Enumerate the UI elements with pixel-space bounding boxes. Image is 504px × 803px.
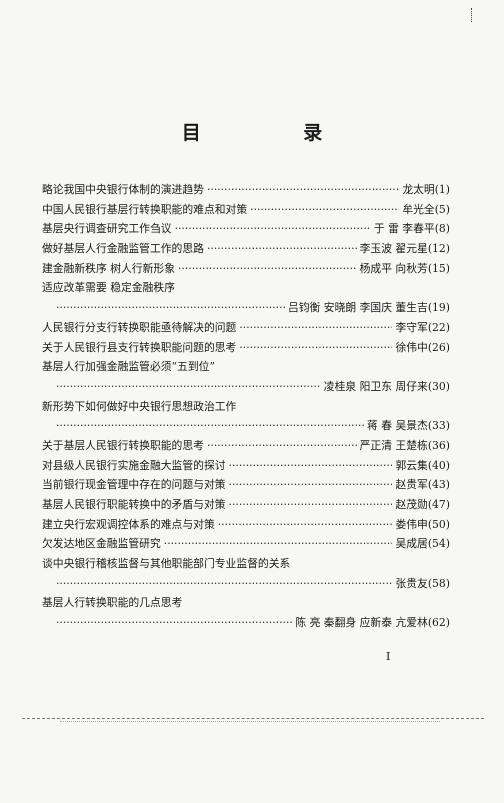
toc-entry: 欠发达地区金融监管研究 吴成居(54) — [42, 534, 450, 554]
toc-entry-title: 欠发达地区金融监管研究 — [42, 537, 161, 551]
toc-entry-author-page: 于 雷 李春平(8) — [373, 222, 450, 236]
toc-entry-author-page: 龙太明(1) — [402, 183, 450, 196]
toc-entry-author-page: 赵茂勋(47) — [395, 498, 450, 511]
dot-leader — [229, 456, 393, 476]
toc-entry-author-page: 徐伟中(26) — [395, 340, 450, 354]
toc-entry: 对县级人民银行实施金融大监管的探讨 郭云集(40) — [42, 456, 450, 476]
toc-entry-title: 建金融新秩序 树人行新形象 — [42, 261, 175, 275]
toc-entry-author-page: 娄伟申(50) — [395, 517, 450, 531]
page-title: 目 录 — [181, 122, 371, 144]
dot-leader — [207, 239, 357, 259]
toc-entry-author-page: 严正清 王楚栋(36) — [359, 438, 450, 452]
toc-entry-author-page: 杨成平 向秋芳(15) — [359, 261, 450, 275]
dot-leader — [56, 613, 292, 633]
toc-entry-title: 适应改革需要 稳定金融秩序 — [42, 281, 175, 295]
toc-entry: 基层人行转换职能的几点思考 — [42, 593, 450, 613]
page-number: I — [386, 650, 391, 663]
toc-entry: 当前银行现金管理中存在的问题与对策 赵贵军(43) — [42, 475, 450, 495]
dot-leader — [207, 180, 399, 200]
toc-entry-author-page: 吕钧衡 安晓朗 李国庆 董生吉(19) — [287, 301, 450, 315]
toc-entry: 适应改革需要 稳定金融秩序 — [42, 278, 450, 298]
toc-entry-title: 谈中央银行稽核监督与其他职能部门专业监督的关系 — [42, 557, 291, 571]
bottom-rule — [22, 718, 484, 719]
toc-entry: 吕钧衡 安晓朗 李国庆 董生吉(19) — [42, 298, 450, 318]
toc-entry: 建金融新秩序 树人行新形象 杨成平 向秋芳(15) — [42, 259, 450, 279]
toc-entry-author-page: 张贵友(58) — [395, 576, 450, 590]
scan-mark — [471, 8, 474, 22]
toc-entry-title: 基层央行调查研究工作刍议 — [42, 222, 172, 236]
toc-entry-author-page: 陈 亮 秦翻身 应新泰 亢爱林(62) — [295, 616, 450, 630]
toc-entry: 陈 亮 秦翻身 应新泰 亢爱林(62) — [42, 613, 450, 633]
dot-leader — [178, 259, 357, 279]
toc-entry: 中国人民银行基层行转换职能的难点和对策 牟光全(5) — [42, 200, 450, 220]
dot-leader — [250, 200, 399, 220]
toc-entry-title: 略论我国中央银行体制的演进趋势 — [42, 183, 204, 196]
toc-entry-author-page: 李玉波 翟元星(12) — [359, 242, 450, 256]
toc-entry: 基层人民银行职能转换中的矛盾与对策 赵茂勋(47) — [42, 495, 450, 515]
toc-entry-author-page: 郭云集(40) — [395, 458, 450, 472]
dot-leader — [218, 515, 393, 535]
toc-entry: 张贵友(58) — [42, 574, 450, 594]
toc-entry-title: 对县级人民银行实施金融大监管的探讨 — [42, 458, 226, 472]
bottom-rule-faint — [60, 721, 440, 722]
toc-entry: 基层央行调查研究工作刍议 于 雷 李春平(8) — [42, 219, 450, 239]
toc-entry: 做好基层人行金融监管工作的思路 李玉波 翟元星(12) — [42, 239, 450, 259]
toc-entry-title: 基层人行转换职能的几点思考 — [42, 596, 183, 610]
toc-entry: 谈中央银行稽核监督与其他职能部门专业监督的关系 — [42, 554, 450, 574]
toc-entry-author-page: 吴成居(54) — [395, 537, 450, 551]
dot-leader — [56, 416, 364, 436]
toc-entry-title: 当前银行现金管理中存在的问题与对策 — [42, 478, 226, 492]
toc-entry: 关于基层人民银行转换职能的思考 严正清 王楚栋(36) — [42, 436, 450, 456]
toc-entry: 人民银行分支行转换职能亟待解决的问题 李守军(22) — [42, 318, 450, 338]
toc-entry-author-page: 凌桂泉 阳卫东 周仔来(30) — [323, 379, 450, 393]
toc-entry-title: 建立央行宏观调控体系的难点与对策 — [42, 517, 215, 531]
toc-entry-title: 基层人行加强金融监管必须“五到位” — [42, 360, 215, 374]
dot-leader — [164, 534, 393, 554]
toc-entry: 建立央行宏观调控体系的难点与对策 娄伟申(50) — [42, 515, 450, 535]
toc-entry-title: 新形势下如何做好中央银行思想政治工作 — [42, 399, 237, 413]
toc-entry-title: 关于人民银行县支行转换职能问题的思考 — [42, 340, 237, 354]
dot-leader — [56, 574, 392, 594]
dot-leader — [229, 475, 393, 495]
toc-entry-author-page: 赵贵军(43) — [395, 478, 450, 492]
toc-entry-title: 关于基层人民银行转换职能的思考 — [42, 438, 204, 452]
toc-entry-author-page: 蒋 春 吴景杰(33) — [366, 419, 450, 433]
dot-leader — [56, 377, 321, 397]
toc-entry: 蒋 春 吴景杰(33) — [42, 416, 450, 436]
toc-entry-title: 中国人民银行基层行转换职能的难点和对策 — [42, 202, 248, 216]
toc-entry-author-page: 牟光全(5) — [402, 202, 450, 216]
table-of-contents: 略论我国中央银行体制的演进趋势 龙太明(1) 中国人民银行基层行转换职能的难点和对策… — [42, 180, 450, 633]
dot-leader — [239, 318, 392, 338]
toc-entry-title: 做好基层人行金融监管工作的思路 — [42, 242, 204, 256]
toc-entry: 凌桂泉 阳卫东 周仔来(30) — [42, 377, 450, 397]
dot-leader — [239, 338, 392, 358]
dot-leader — [56, 298, 285, 318]
dot-leader — [175, 219, 371, 239]
toc-entry: 基层人行加强金融监管必须“五到位” — [42, 357, 450, 377]
toc-entry-title: 基层人民银行职能转换中的矛盾与对策 — [42, 498, 226, 511]
dot-leader — [207, 436, 357, 456]
toc-entry: 关于人民银行县支行转换职能问题的思考 徐伟中(26) — [42, 338, 450, 358]
toc-entry: 新形势下如何做好中央银行思想政治工作 — [42, 397, 450, 417]
toc-entry: 略论我国中央银行体制的演进趋势 龙太明(1) — [42, 180, 450, 200]
dot-leader — [229, 495, 393, 515]
toc-entry-title: 人民银行分支行转换职能亟待解决的问题 — [42, 320, 237, 334]
toc-entry-author-page: 李守军(22) — [395, 320, 450, 334]
